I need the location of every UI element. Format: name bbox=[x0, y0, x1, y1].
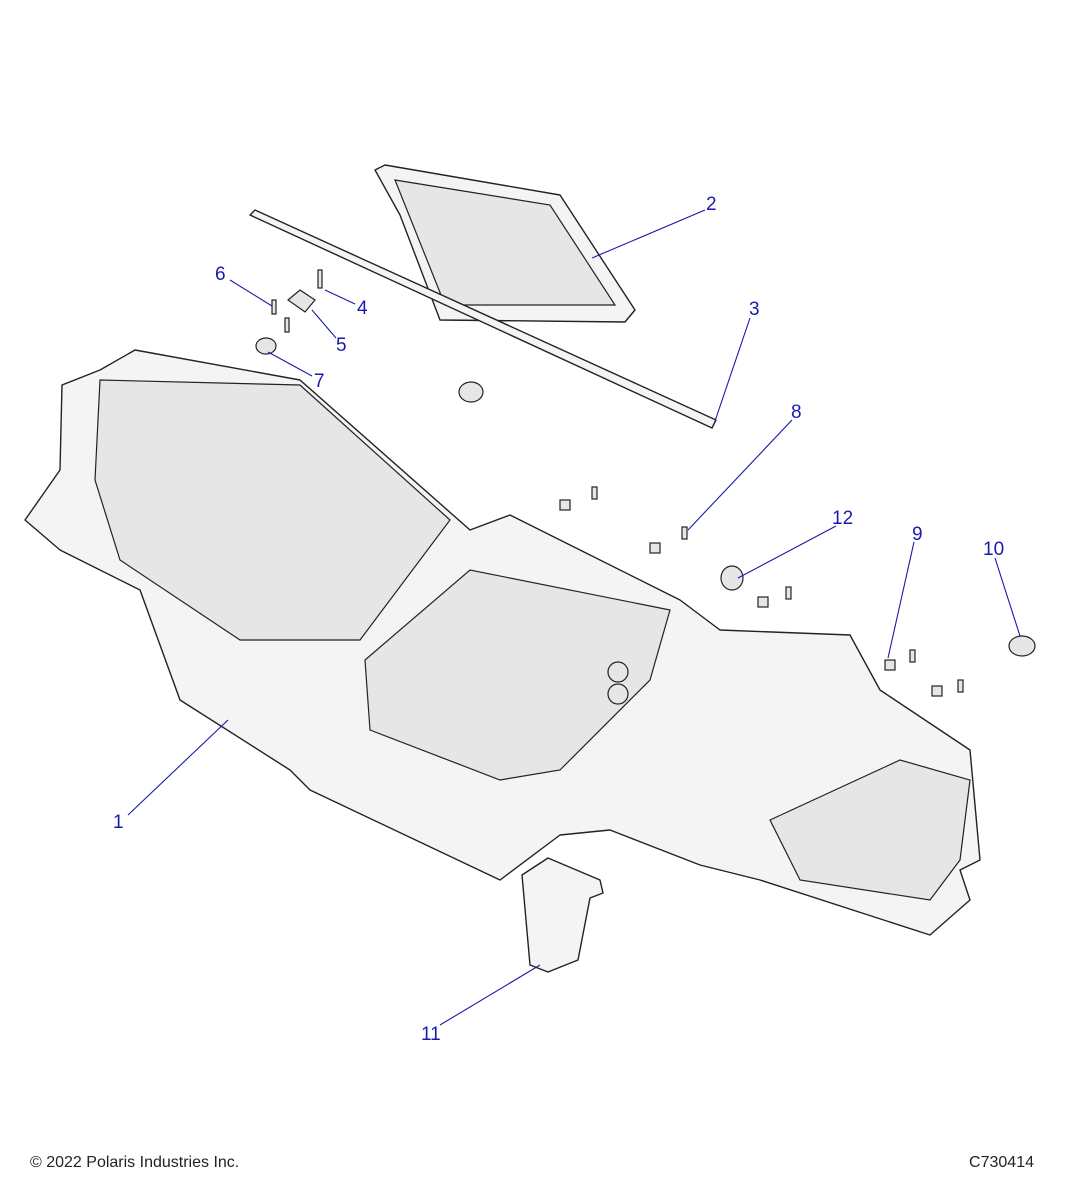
callout-1: 1 bbox=[113, 812, 124, 833]
part-9-clip bbox=[884, 659, 896, 671]
part-2-storage-lid bbox=[374, 164, 636, 323]
callout-2: 2 bbox=[706, 194, 717, 215]
callout-8: 8 bbox=[791, 402, 802, 423]
part-10-grommet bbox=[1008, 635, 1036, 657]
callout-12: 12 bbox=[832, 508, 853, 529]
hardware-parts bbox=[255, 269, 1036, 697]
part-7-grommet bbox=[255, 337, 277, 355]
part-4-screw bbox=[317, 269, 323, 289]
part-6-screw bbox=[271, 299, 277, 315]
part-11-cup-holder bbox=[521, 857, 604, 973]
callout-6: 6 bbox=[215, 264, 226, 285]
callout-7: 7 bbox=[314, 371, 325, 392]
part-1-dash-panel bbox=[24, 349, 981, 936]
callout-9: 9 bbox=[912, 524, 923, 545]
drawing-id: C730414 bbox=[969, 1154, 1034, 1171]
leader-lines bbox=[127, 209, 1021, 1026]
part-3-seal-strip bbox=[249, 209, 717, 429]
callout-4: 4 bbox=[357, 298, 368, 319]
part-8-clip bbox=[559, 499, 571, 511]
callout-5: 5 bbox=[336, 335, 347, 356]
callout-3: 3 bbox=[749, 299, 760, 320]
part-5-bracket bbox=[287, 289, 316, 313]
callout-10: 10 bbox=[983, 539, 1004, 560]
copyright-text: © 2022 Polaris Industries Inc. bbox=[30, 1154, 240, 1171]
part-12-plug bbox=[720, 565, 744, 591]
callout-11: 11 bbox=[421, 1024, 441, 1045]
